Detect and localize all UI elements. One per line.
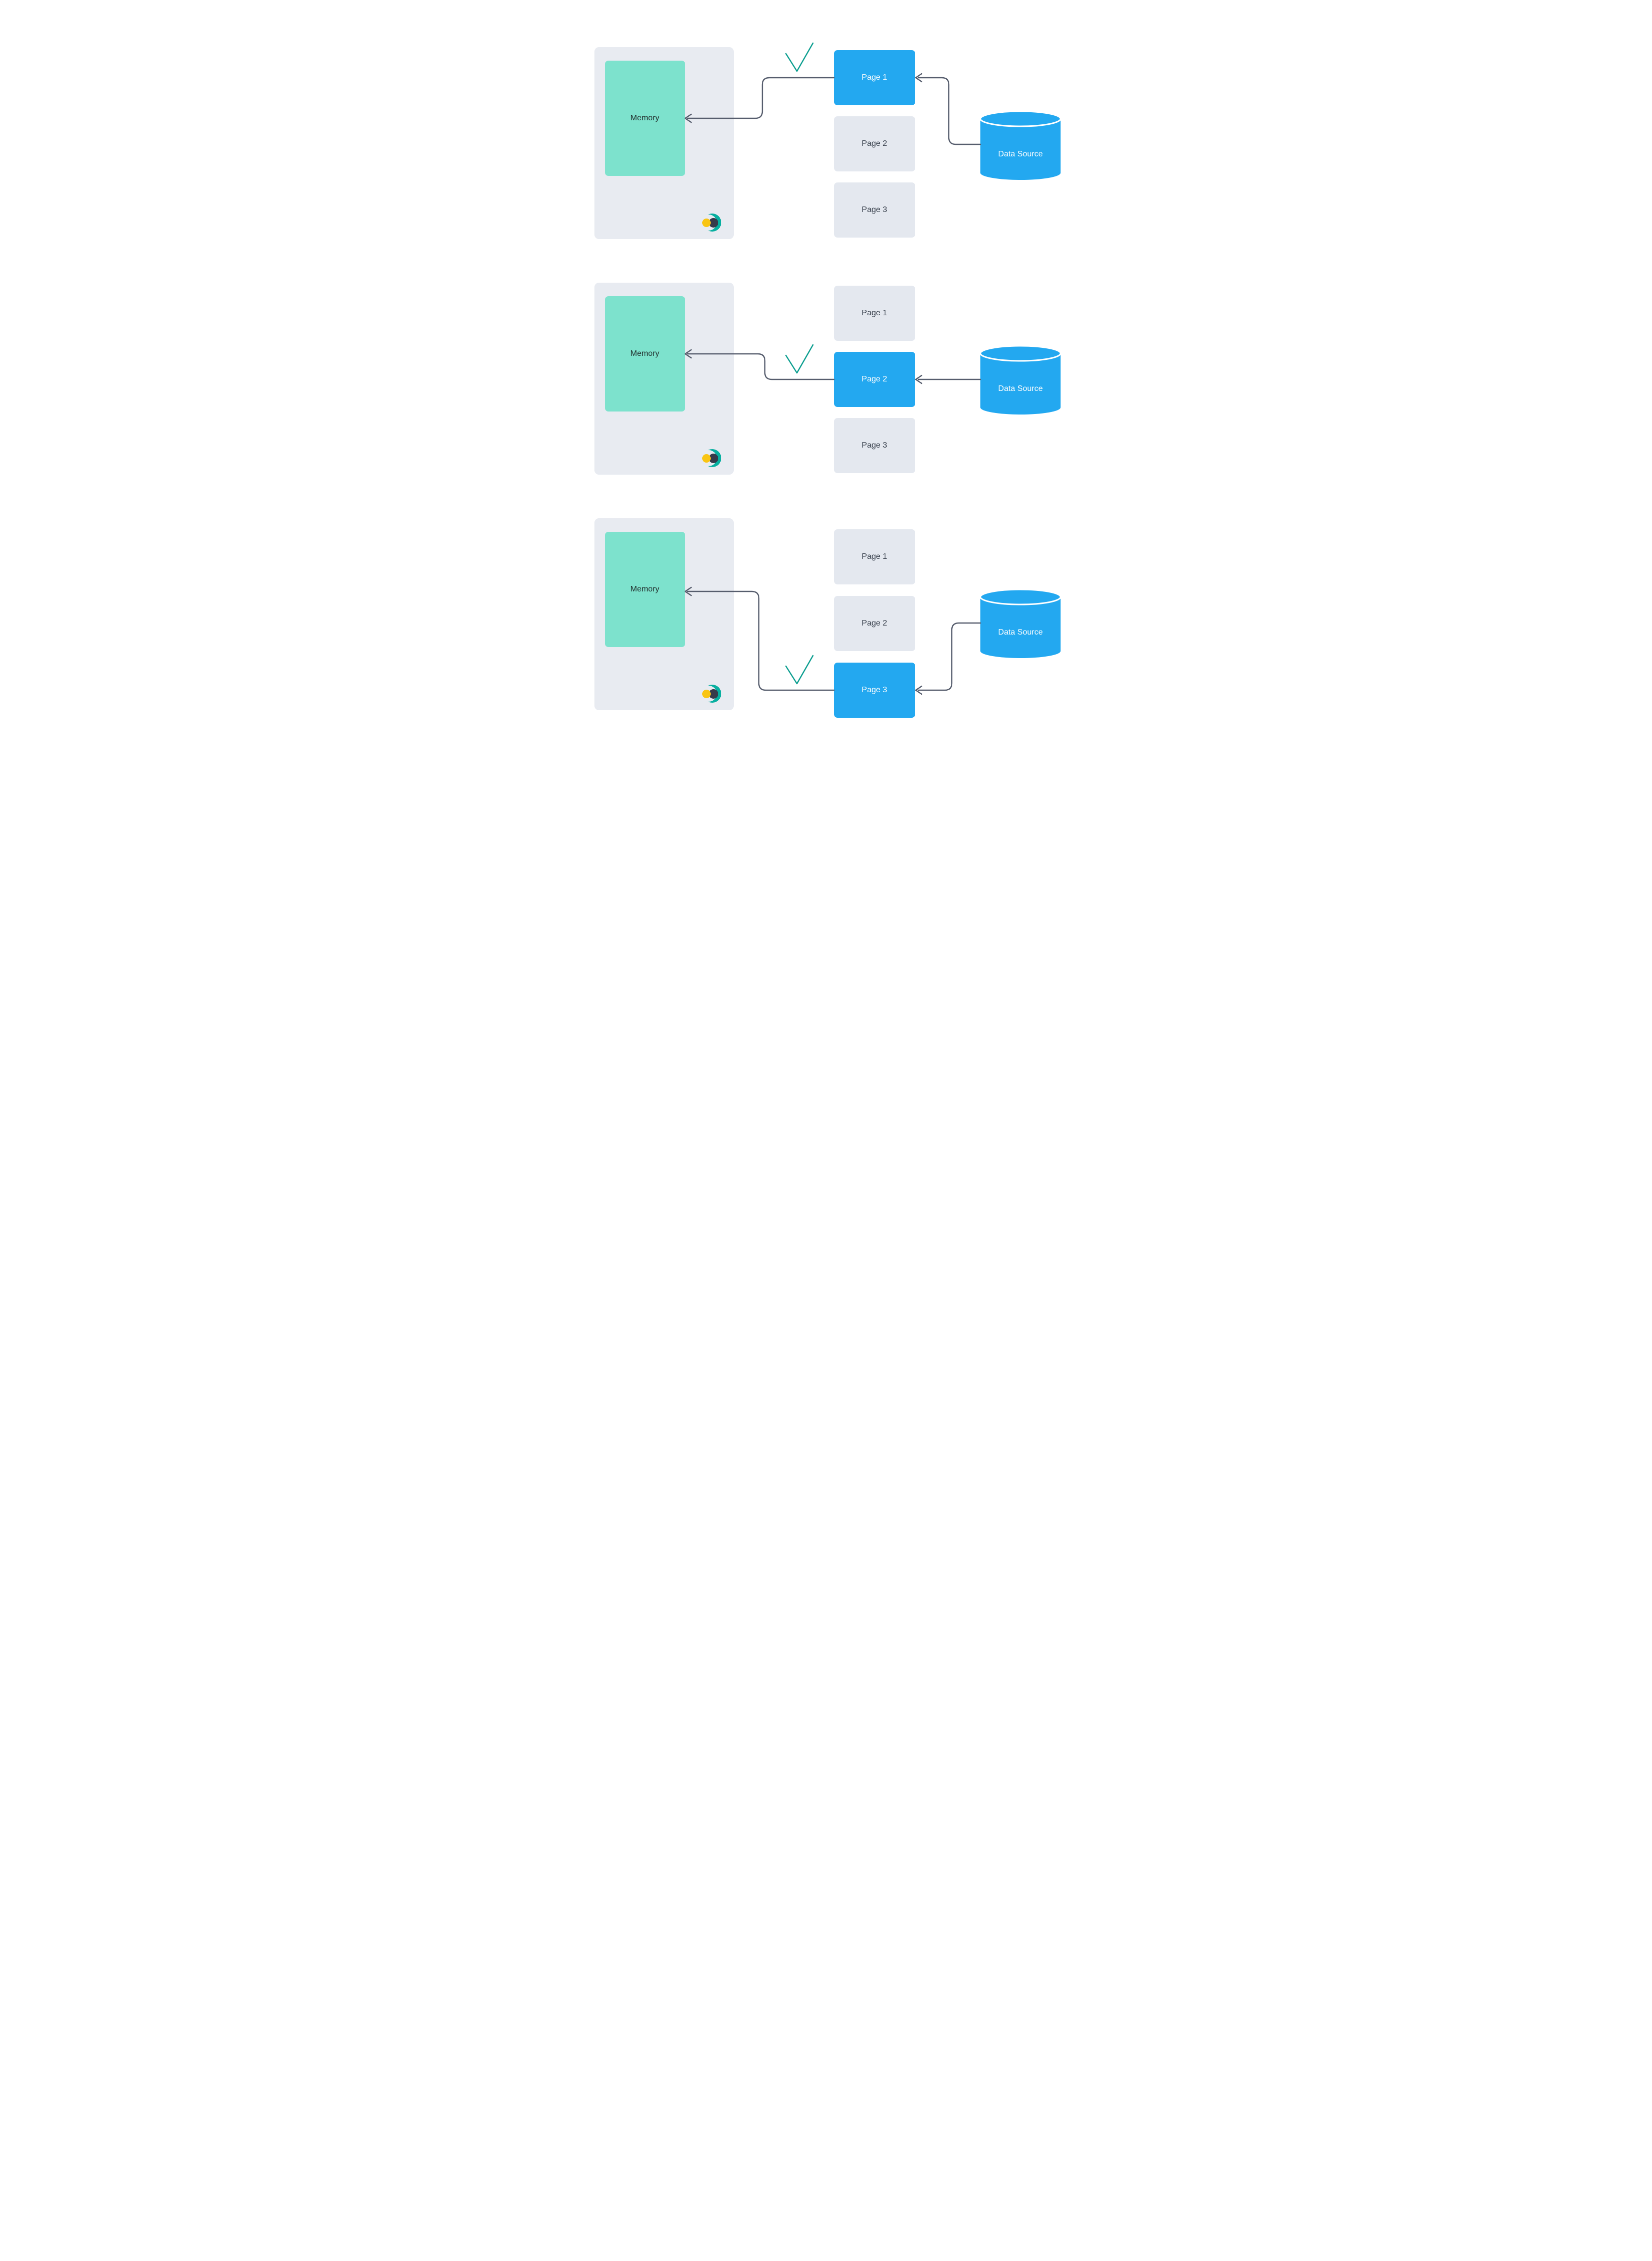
cylinder-lid [979, 588, 1061, 605]
check-icon [785, 655, 813, 685]
cylinder-lid [979, 345, 1061, 362]
cylinder-lid [979, 110, 1061, 127]
left-arrow-icon [915, 73, 922, 83]
connector-datasource-to-page3 [917, 622, 981, 691]
page-label: Page 2 [862, 619, 887, 628]
page-label: Page 1 [862, 73, 887, 82]
datasource-cylinder: Data Source [979, 110, 1061, 180]
datasource-cylinder: Data Source [979, 345, 1061, 415]
logo-yellow-circle [702, 454, 711, 463]
page-3-box-active: Page 3 [834, 663, 915, 718]
page-1-box-active: Page 1 [834, 50, 915, 105]
memory-label: Memory [630, 114, 660, 122]
crescent-dot-logo-icon [700, 684, 723, 704]
logo-yellow-circle [702, 689, 711, 698]
page-3-box: Page 3 [834, 418, 915, 473]
logo-dark-circle [708, 218, 718, 228]
page-label: Page 2 [862, 375, 887, 383]
page-label: Page 1 [862, 552, 887, 561]
left-arrow-icon [915, 685, 922, 695]
check-icon [785, 42, 813, 72]
logo-yellow-circle [702, 218, 711, 227]
datasource-label: Data Source [998, 150, 1043, 158]
cylinder-body [980, 353, 1061, 415]
datasource-cylinder: Data Source [979, 588, 1061, 658]
cylinder-body [980, 119, 1061, 180]
cylinder-body [980, 597, 1061, 658]
connector-datasource-to-page1 [917, 77, 981, 145]
page-label: Page 3 [862, 686, 887, 694]
page-2-box: Page 2 [834, 596, 915, 651]
page-3-box: Page 3 [834, 182, 915, 238]
page-2-box-active: Page 2 [834, 352, 915, 407]
left-arrow-icon [915, 374, 922, 384]
memory-box: Memory [604, 296, 685, 412]
memory-box: Memory [604, 532, 685, 647]
memory-box: Memory [604, 61, 685, 176]
paging-diagram: Memory Page 1 Page 2 Page 3 Memory [550, 0, 1102, 754]
logo-dark-circle [708, 453, 718, 463]
page-2-box: Page 2 [834, 116, 915, 171]
page-1-box: Page 1 [834, 529, 915, 584]
page-label: Page 3 [862, 441, 887, 450]
page-label: Page 3 [862, 205, 887, 214]
datasource-label: Data Source [998, 628, 1043, 637]
page-1-box: Page 1 [834, 286, 915, 341]
crescent-dot-logo-icon [700, 448, 723, 468]
page-label: Page 1 [862, 309, 887, 317]
memory-label: Memory [630, 349, 660, 358]
crescent-dot-logo-icon [700, 213, 723, 233]
memory-label: Memory [630, 585, 660, 593]
check-icon [785, 344, 813, 374]
datasource-label: Data Source [998, 384, 1043, 393]
logo-dark-circle [708, 689, 718, 699]
page-label: Page 2 [862, 139, 887, 148]
